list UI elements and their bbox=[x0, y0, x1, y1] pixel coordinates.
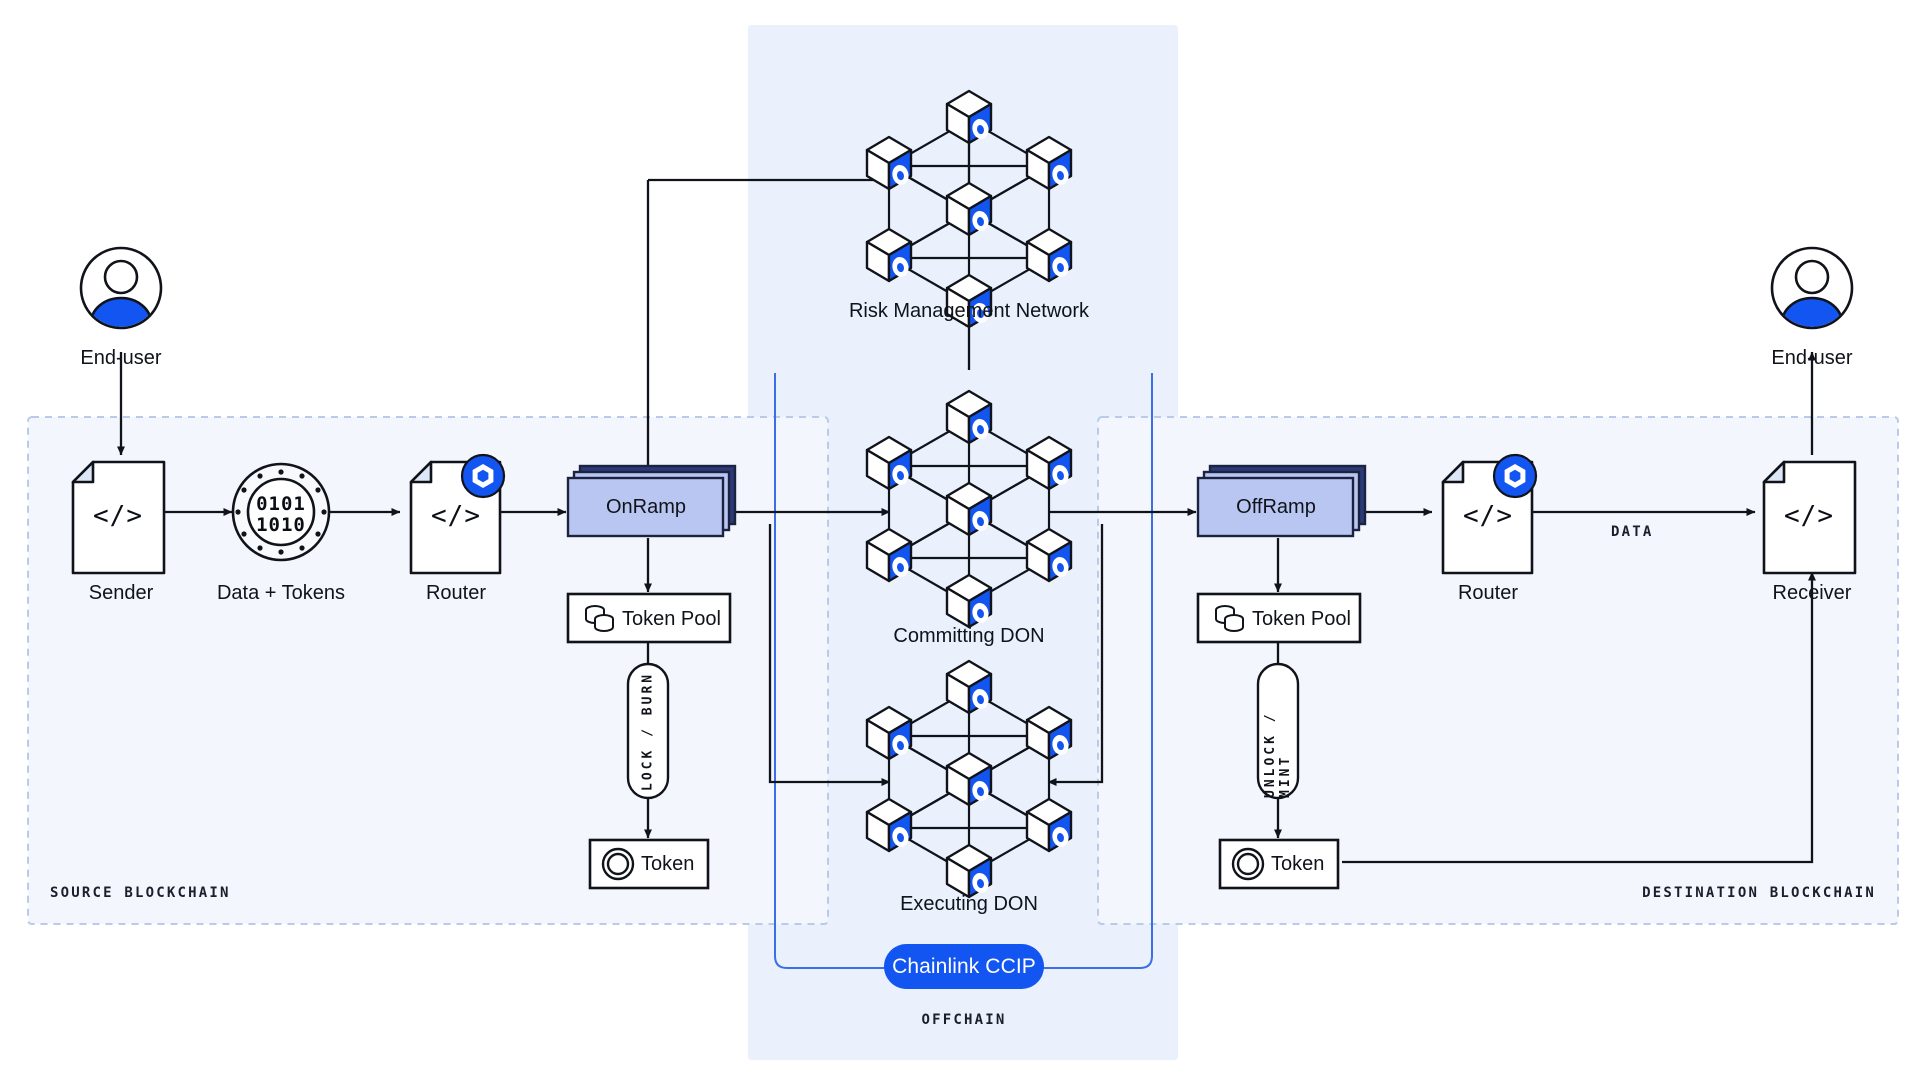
label-risk-management-network: Risk Management Network bbox=[848, 300, 1090, 322]
label-unlock-mint: UNLOCK / MINT bbox=[1263, 711, 1293, 798]
label-router-source: Router bbox=[425, 582, 487, 604]
label-panel-destination-blockchain: DESTINATION BLOCKCHAIN bbox=[1642, 885, 1876, 901]
label-token-dest: Token bbox=[1271, 853, 1325, 875]
node-executing-don-shape bbox=[865, 659, 1073, 899]
chainlink-hex-icon bbox=[1492, 453, 1538, 499]
receiver-code-glyph: </> bbox=[1784, 501, 1834, 531]
chainlink-ccip-badge[interactable]: Chainlink CCIP bbox=[884, 944, 1044, 989]
node-committing-don-shape bbox=[865, 389, 1073, 629]
chainlink-hex-icon bbox=[460, 453, 506, 499]
node-token-pool-dest-shape bbox=[1196, 592, 1362, 644]
node-sender-shape bbox=[71, 460, 166, 575]
edge-offramp-executing bbox=[1047, 524, 1104, 786]
panel-source-blockchain bbox=[27, 416, 829, 925]
coins-stack-icon bbox=[585, 605, 614, 632]
data-tokens-binary-line2: 1010 bbox=[256, 514, 306, 536]
label-offramp[interactable]: OffRamp bbox=[1236, 496, 1316, 518]
sender-code-glyph: </> bbox=[93, 501, 143, 531]
label-sender: Sender bbox=[88, 582, 154, 604]
pill-unlock-mint bbox=[1256, 662, 1300, 800]
node-token-dest-shape bbox=[1218, 838, 1340, 890]
token-ring-icon bbox=[1231, 847, 1265, 881]
node-onramp-shape bbox=[566, 464, 737, 538]
node-risk-management-network-shape bbox=[865, 89, 1073, 329]
node-router-dest-shape bbox=[1441, 453, 1538, 575]
token-ring-icon bbox=[601, 847, 635, 881]
node-receiver-shape bbox=[1762, 460, 1857, 575]
router-source-code-glyph: </> bbox=[431, 501, 481, 531]
edge-token-receiver bbox=[1342, 571, 1816, 864]
label-panel-source-blockchain: SOURCE BLOCKCHAIN bbox=[50, 885, 231, 901]
panel-offchain bbox=[748, 25, 1178, 1060]
node-offramp-shape bbox=[1196, 464, 1367, 538]
label-committing-don: Committing DON bbox=[893, 625, 1045, 647]
data-tokens-binary-line1: 0101 bbox=[256, 493, 306, 515]
label-end-user-left: End-user bbox=[80, 347, 162, 369]
node-token-source-shape bbox=[588, 838, 710, 890]
label-data-tokens: Data + Tokens bbox=[216, 582, 346, 604]
node-router-source-shape bbox=[409, 453, 506, 575]
label-token-source: Token bbox=[641, 853, 695, 875]
router-dest-code-glyph: </> bbox=[1463, 501, 1513, 531]
label-end-user-right: End-user bbox=[1771, 347, 1853, 369]
node-token-pool-source-shape bbox=[566, 592, 732, 644]
avatar-end-user-right bbox=[1770, 246, 1854, 330]
label-token-pool-source: Token Pool bbox=[622, 608, 721, 630]
label-data-edge: DATA bbox=[1611, 524, 1654, 540]
panel-destination-blockchain bbox=[1097, 416, 1899, 925]
label-panel-offchain: OFFCHAIN bbox=[921, 1012, 1007, 1028]
node-data-tokens-shape bbox=[231, 462, 331, 562]
edge-onramp-executing bbox=[768, 524, 891, 786]
label-executing-don: Executing DON bbox=[900, 893, 1038, 915]
label-onramp[interactable]: OnRamp bbox=[605, 496, 687, 518]
label-token-pool-dest: Token Pool bbox=[1252, 608, 1351, 630]
avatar-end-user-left bbox=[79, 246, 163, 330]
coins-stack-icon bbox=[1215, 605, 1244, 632]
label-router-dest: Router bbox=[1457, 582, 1519, 604]
label-lock-burn: LOCK / BURN bbox=[640, 671, 656, 791]
pill-lock-burn bbox=[626, 662, 670, 800]
label-receiver: Receiver bbox=[1772, 582, 1852, 604]
